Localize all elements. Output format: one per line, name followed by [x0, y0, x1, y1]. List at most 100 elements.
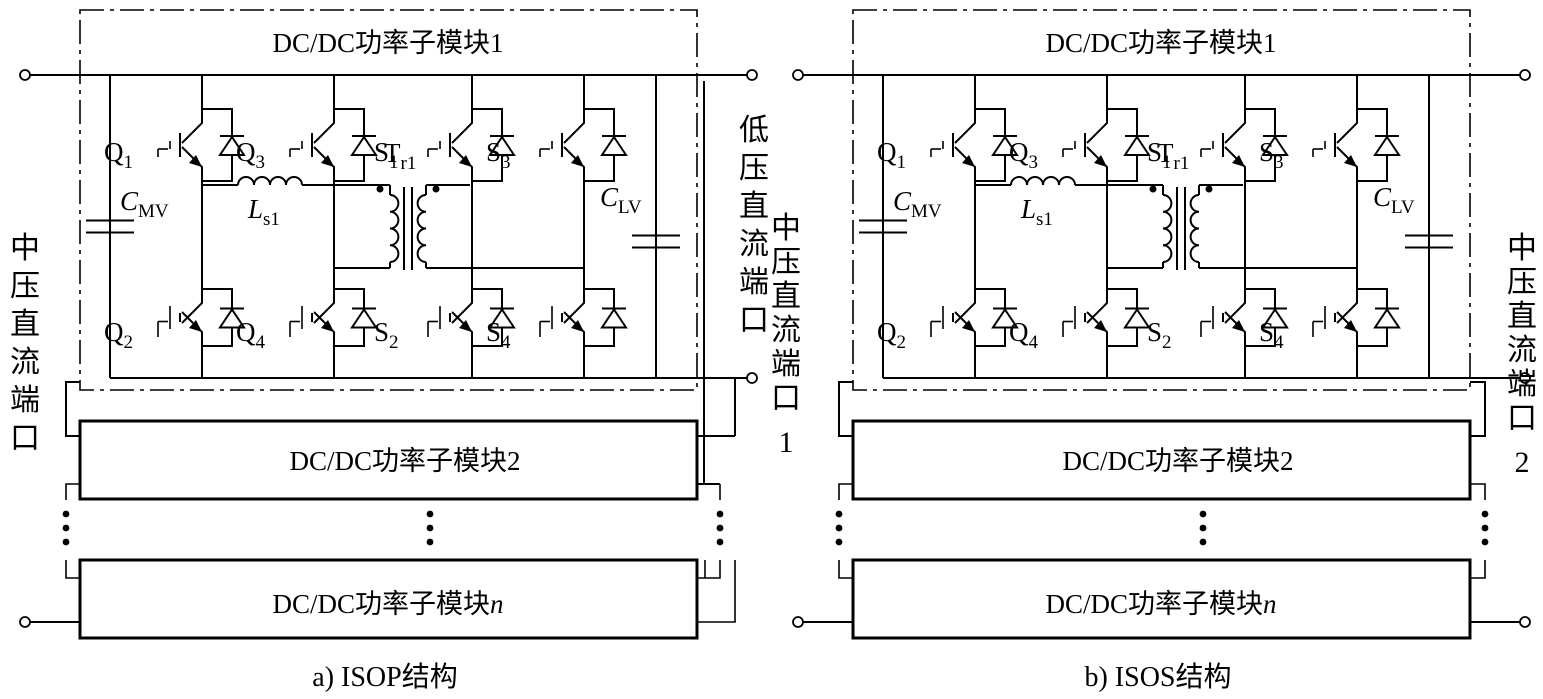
- modulen-label: DC/DC功率子模块n: [1045, 589, 1276, 619]
- switch-q2-label: Q2: [877, 317, 906, 353]
- inductor-ls1: [1010, 176, 1076, 186]
- diode: [350, 307, 378, 329]
- wire: [1224, 105, 1246, 144]
- left-port-label-char: 端: [10, 384, 40, 417]
- right-port-label-char: 低: [739, 114, 769, 147]
- switch-s2: S2: [374, 285, 516, 353]
- diode: [488, 307, 516, 329]
- ellipsis-dot: [1481, 510, 1489, 518]
- switch-q2-label: Q2: [104, 317, 133, 353]
- left-port-label-char: 口: [771, 382, 801, 415]
- terminal: [19, 616, 31, 628]
- wire: [1470, 483, 1486, 500]
- emitter-arrow: [1232, 320, 1245, 332]
- wire: [697, 560, 736, 623]
- switch-q4: Q4: [236, 285, 378, 353]
- ellipsis-dot: [835, 510, 843, 518]
- transformer-tr1: [376, 185, 440, 270]
- switch-s1: S1: [1147, 105, 1289, 185]
- left-port-number: 1: [779, 426, 794, 459]
- ellipsis-dot: [835, 538, 843, 546]
- switch-q2: Q2: [104, 285, 246, 353]
- inductor-coil: [1010, 176, 1076, 186]
- wire: [697, 560, 721, 579]
- switch-s1-label: S1: [1147, 137, 1172, 173]
- left-port-label-char: 流: [771, 314, 801, 347]
- emitter-arrow: [1094, 320, 1107, 332]
- switch-q1: Q1: [104, 105, 246, 185]
- panel-caption: b) ISOS结构: [1084, 661, 1231, 693]
- submodule2-box: [851, 419, 1472, 501]
- tr1-label: Tr1: [1157, 138, 1189, 174]
- right-port-label-char: 直: [739, 190, 769, 223]
- wire: [1086, 285, 1108, 324]
- ellipsis-dot: [62, 538, 70, 546]
- switch-s4: S4: [1259, 285, 1401, 353]
- submodulen-box: [851, 558, 1472, 640]
- diode: [1123, 135, 1151, 156]
- right-port-label-char: 压: [1507, 266, 1537, 299]
- polarity-dot: [1149, 185, 1157, 193]
- primary-winding: [1162, 194, 1173, 263]
- wire: [451, 285, 473, 324]
- wire: [65, 483, 80, 500]
- switch-s1-label: S1: [374, 137, 399, 173]
- ellipsis-dot: [1199, 524, 1207, 532]
- emitter-arrow: [571, 155, 584, 167]
- polarity-dot: [432, 185, 440, 193]
- wire: [838, 560, 853, 579]
- switch-q2: Q2: [877, 285, 1019, 353]
- primary-winding: [389, 194, 400, 263]
- emitter-arrow: [962, 320, 975, 332]
- switch-s4: S4: [486, 285, 628, 353]
- switch-q3: Q3: [236, 105, 378, 185]
- capacitor-clv: [632, 105, 680, 378]
- diode: [600, 135, 628, 156]
- right-port-label-char: 端: [1507, 368, 1537, 401]
- switch-s2-label: S2: [1147, 317, 1172, 353]
- switch-s1: S1: [374, 105, 516, 185]
- panel-caption: a) ISOP结构: [312, 661, 457, 693]
- wire: [1470, 381, 1486, 437]
- submodulen-box: [78, 558, 699, 640]
- diode: [1123, 307, 1151, 329]
- terminal: [792, 69, 804, 81]
- terminal: [792, 616, 804, 628]
- diode: [1373, 307, 1401, 329]
- terminal: [746, 69, 758, 81]
- polarity-dot: [376, 185, 384, 193]
- module2-label: DC/DC功率子模块2: [1062, 446, 1293, 476]
- ls1-label: Ls1: [247, 194, 280, 230]
- right-port-label-char: 直: [1507, 300, 1537, 333]
- left-port-label-char: 压: [10, 270, 40, 303]
- emitter-arrow: [321, 155, 334, 167]
- switch-s2-label: S2: [374, 317, 399, 353]
- right-port-label-char: 中: [1507, 232, 1537, 265]
- switch-q1: Q1: [877, 105, 1019, 185]
- clv-label: CLV: [1373, 182, 1415, 218]
- ellipsis-dot: [1199, 510, 1207, 518]
- right-port-label-char: 口: [1507, 402, 1537, 435]
- emitter-arrow: [189, 155, 202, 167]
- switch-s3-label: S3: [486, 137, 511, 173]
- diode: [1261, 307, 1289, 329]
- wire: [838, 381, 853, 437]
- emitter-arrow: [571, 320, 584, 332]
- ellipsis-dot: [1481, 538, 1489, 546]
- diode: [991, 135, 1019, 156]
- module2-label: DC/DC功率子模块2: [289, 446, 520, 476]
- emitter-arrow: [1344, 320, 1357, 332]
- clv-label: CLV: [600, 182, 642, 218]
- capacitor-cmv: [859, 75, 907, 378]
- wire: [313, 285, 335, 324]
- switch-s3: S3: [1259, 105, 1401, 185]
- diode: [218, 307, 246, 329]
- inductor-ls1: [237, 176, 303, 186]
- ellipsis-dot: [62, 524, 70, 532]
- left-port-label-char: 流: [10, 346, 40, 379]
- ellipsis-dot: [1199, 538, 1207, 546]
- left-port-label-char: 中: [771, 212, 801, 245]
